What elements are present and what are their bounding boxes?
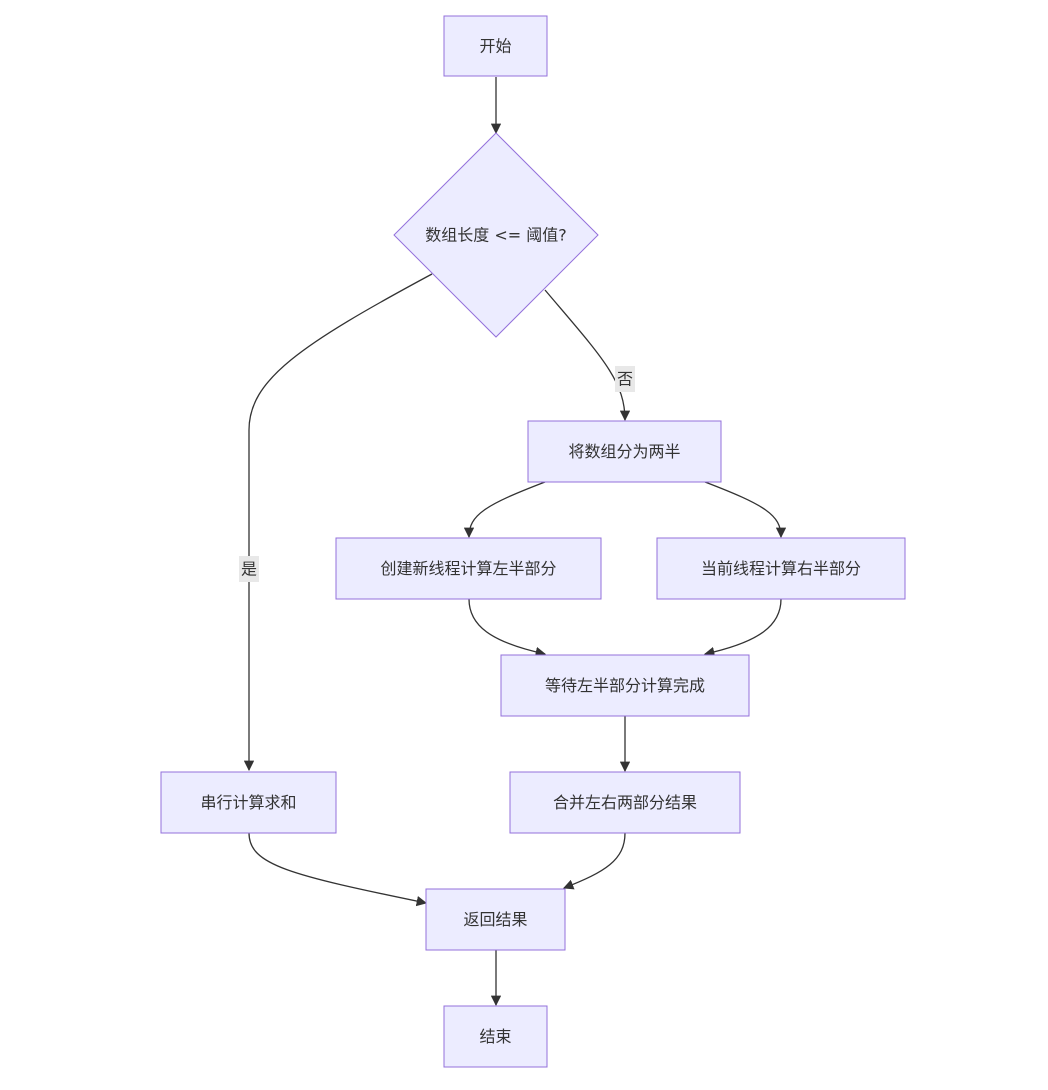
node-wait-label: 等待左半部分计算完成: [545, 676, 705, 695]
edge-decision-to-split: [544, 289, 631, 422]
node-decision: 数组长度 <= 阈值?: [393, 132, 599, 338]
edge-right-to-wait: [703, 598, 782, 658]
edge-left-to-wait: [468, 598, 547, 658]
node-return: 返回结果: [425, 888, 566, 951]
edge-label-yes: 是: [239, 556, 259, 582]
edge-label-no: 否: [615, 366, 635, 392]
edge-merge-to-return: [563, 832, 626, 890]
edge-serial-to-return: [248, 832, 428, 907]
edges: [243, 77, 787, 1007]
node-end: 结束: [443, 1005, 548, 1068]
node-merge-label: 合并左右两部分结果: [553, 793, 697, 812]
node-start-label: 开始: [479, 37, 511, 56]
edge-decision-to-serial: [243, 273, 433, 772]
node-left-thread: 创建新线程计算左半部分: [335, 537, 602, 600]
node-wait: 等待左半部分计算完成: [500, 654, 750, 717]
edge-split-to-right: [704, 481, 787, 539]
node-split-label: 将数组分为两半: [568, 442, 680, 461]
node-right-current: 当前线程计算右半部分: [656, 537, 906, 600]
edge-split-to-left: [463, 481, 546, 539]
edge-label-yes-text: 是: [241, 560, 257, 579]
node-decision-label: 数组长度 <= 阈值?: [425, 226, 566, 245]
node-end-label: 结束: [479, 1027, 511, 1046]
node-start: 开始: [443, 15, 548, 77]
node-right-current-label: 当前线程计算右半部分: [701, 559, 861, 578]
node-merge: 合并左右两部分结果: [509, 771, 741, 834]
node-return-label: 返回结果: [463, 910, 527, 929]
node-serial-label: 串行计算求和: [200, 793, 296, 812]
node-serial: 串行计算求和: [160, 771, 337, 834]
node-left-thread-label: 创建新线程计算左半部分: [380, 559, 556, 578]
node-split: 将数组分为两半: [527, 420, 722, 483]
edge-label-no-text: 否: [617, 370, 633, 389]
